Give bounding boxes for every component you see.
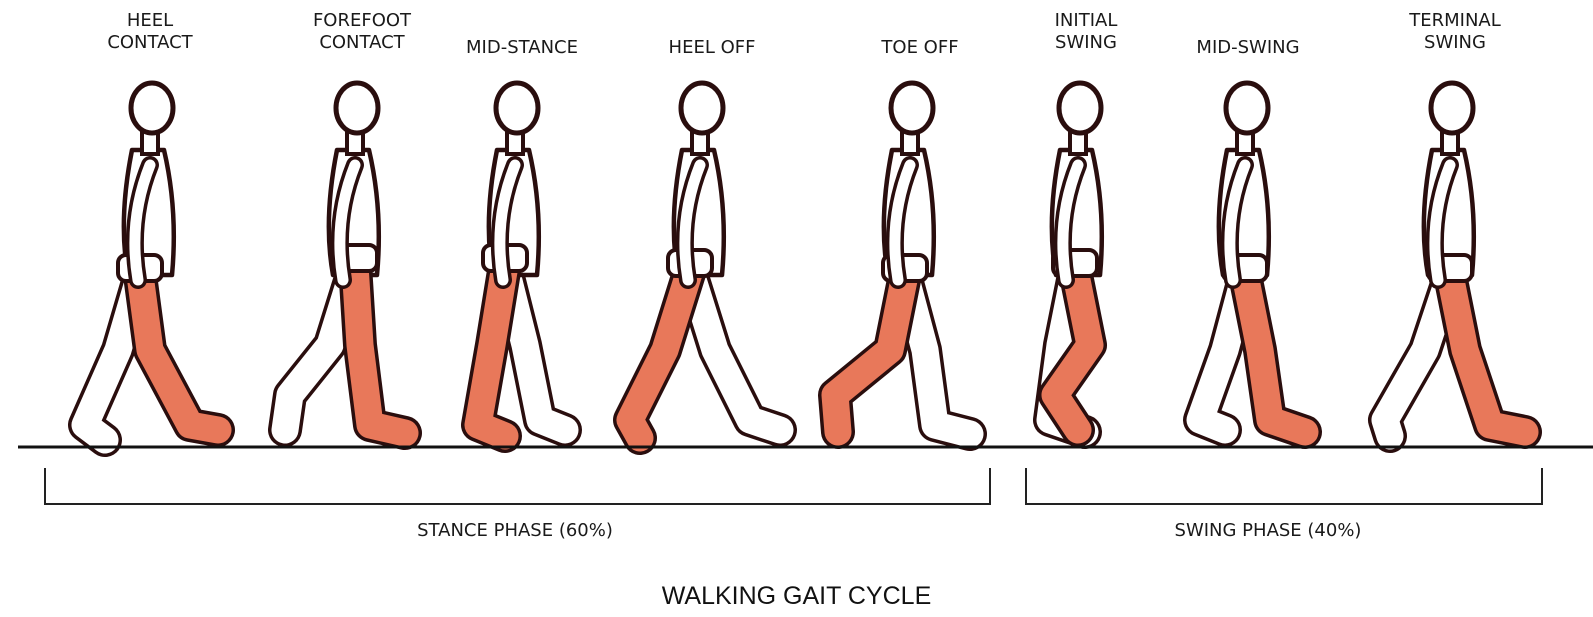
walking-figure-terminal-swing: [1385, 83, 1525, 436]
stance-phase-bracket: [45, 468, 990, 504]
walking-figure-initial-swing: [1050, 83, 1102, 432]
highlighted-leg: [835, 275, 905, 432]
walking-figure-mid-swing: [1200, 83, 1305, 432]
walking-figure-heel-off: [630, 83, 780, 438]
walking-figure-forefoot-contact: [285, 83, 405, 433]
walking-figure-heel-contact: [85, 83, 218, 440]
back-leg: [690, 270, 780, 430]
stage-label-heel-contact: HEEL CONTACT: [50, 10, 250, 54]
highlighted-leg: [355, 265, 405, 433]
diagram-title: WALKING GAIT CYCLE: [0, 582, 1593, 611]
walking-figure-mid-stance: [478, 83, 565, 436]
stage-label-heel-off: HEEL OFF: [612, 37, 812, 59]
stage-label-mid-swing: MID-SWING: [1148, 37, 1348, 59]
head: [496, 83, 538, 133]
head: [336, 83, 378, 133]
stage-label-mid-stance: MID-STANCE: [422, 37, 622, 59]
head: [1431, 83, 1473, 133]
walking-figure-toe-off: [835, 83, 970, 434]
stance-phase-label: STANCE PHASE (60%): [315, 520, 715, 541]
head: [1059, 83, 1101, 133]
highlighted-leg: [478, 265, 505, 436]
head: [681, 83, 723, 133]
swing-phase-bracket: [1026, 468, 1542, 504]
swing-phase-label: SWING PHASE (40%): [1068, 520, 1468, 541]
head: [131, 83, 173, 133]
highlighted-leg: [1245, 275, 1305, 432]
highlighted-leg: [630, 270, 690, 438]
highlighted-leg: [1450, 275, 1525, 432]
head: [1226, 83, 1268, 133]
highlighted-leg: [140, 275, 218, 430]
head: [891, 83, 933, 133]
stage-label-terminal-swing: TERMINAL SWING: [1355, 10, 1555, 54]
